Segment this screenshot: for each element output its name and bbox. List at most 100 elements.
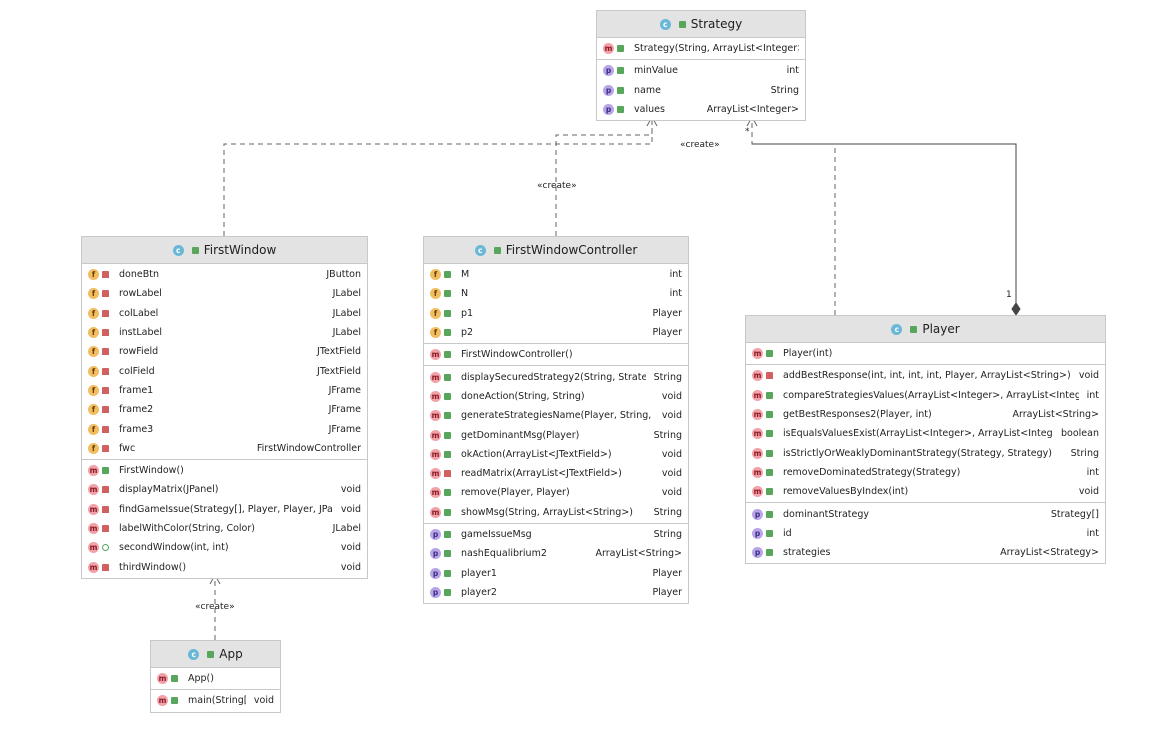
member-row[interactable]: m Player(int) [746, 344, 1105, 363]
member-row[interactable]: m isEqualsValuesExist(ArrayList<Integer>,… [746, 424, 1105, 443]
field-icon: f [88, 423, 99, 435]
class-header: c Player [746, 316, 1105, 343]
public-icon [444, 531, 451, 538]
field-icon: f [88, 307, 99, 319]
member-name: okAction(ArrayList<JTextField>) [461, 448, 612, 460]
dependency-player-strategy [751, 117, 836, 315]
member-name: colLabel [119, 307, 159, 319]
member-type: void [340, 542, 361, 554]
public-icon [617, 86, 624, 94]
member-type: String [653, 371, 682, 383]
method-icon: m [430, 349, 441, 361]
package-icon [102, 544, 109, 552]
member-type: ArrayList<String> [1012, 409, 1099, 421]
method-icon: m [430, 390, 441, 402]
method-icon: m [430, 371, 441, 383]
class-title: App [219, 647, 243, 661]
class-icon: c [172, 244, 184, 256]
public-icon [102, 467, 109, 475]
public-icon [444, 588, 451, 596]
member-name: frame2 [119, 404, 154, 416]
member-name: Player(int) [783, 348, 833, 360]
member-name: M [461, 269, 470, 281]
member-name: isEqualsValuesExist(ArrayList<Integer>, … [783, 428, 1054, 440]
field-icon: f [88, 442, 99, 454]
member-type: Player [652, 307, 682, 319]
member-name: secondWindow(int, int) [119, 542, 229, 554]
public-icon [191, 246, 199, 254]
method-icon: m [752, 348, 763, 360]
field-icon: f [88, 365, 99, 377]
multiplicity-one: 1 [1006, 290, 1012, 300]
member-name: compareStrategiesValues(ArrayList<Intege… [783, 389, 1079, 401]
member-type: JTextField [317, 346, 361, 358]
member-name: main(String[]) [188, 695, 246, 707]
member-type: String [653, 529, 682, 540]
member-type: int [669, 288, 682, 300]
private-icon [102, 329, 109, 337]
private-icon [102, 525, 109, 532]
class-header: c FirstWindowController [424, 237, 688, 264]
method-icon: m [752, 428, 763, 440]
public-icon [444, 508, 451, 516]
